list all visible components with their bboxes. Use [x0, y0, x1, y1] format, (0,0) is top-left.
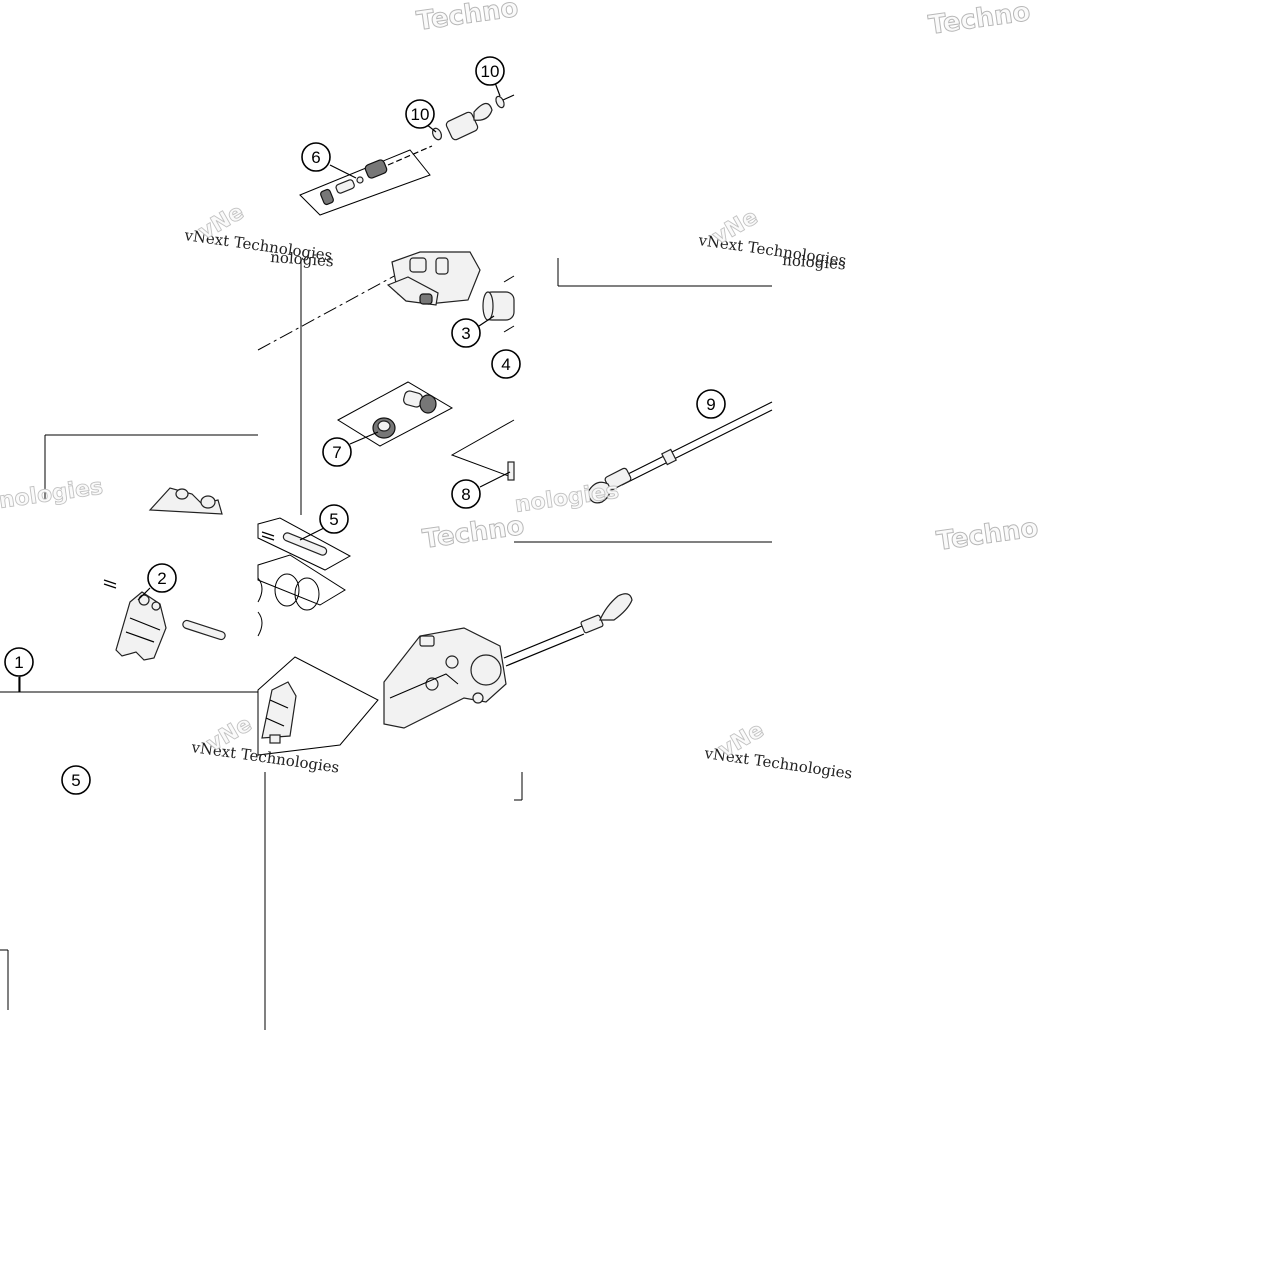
- callout-4: 4: [491, 349, 521, 379]
- callout-label: 1: [14, 653, 23, 672]
- callout-label: 8: [461, 485, 470, 504]
- svg-text:Techno: Techno: [421, 511, 526, 555]
- callout-6: 6: [301, 142, 357, 179]
- part-9-hose: [587, 401, 773, 504]
- callout-3: 3: [451, 315, 495, 348]
- part-8-kit: [450, 419, 515, 481]
- callout-label: 2: [157, 569, 166, 588]
- part-5-pin-kit: [257, 517, 352, 571]
- callout-label: 5: [71, 771, 80, 790]
- callout-5-lower: 5: [61, 765, 91, 795]
- part-2-bracket: [103, 579, 226, 661]
- callout-10-right: 10: [475, 56, 505, 97]
- callout-label: 3: [461, 324, 470, 343]
- caliper-top: [386, 251, 481, 306]
- callout-2: 2: [137, 563, 177, 601]
- caliper-bottom: [383, 593, 633, 729]
- part-7-kit: [337, 381, 454, 447]
- callout-5-upper: 5: [299, 504, 349, 541]
- callout-label: 10: [481, 62, 500, 81]
- frame-lines: [0, 258, 772, 1030]
- part-10-fittings: [431, 94, 515, 141]
- callout-label: 4: [501, 355, 510, 374]
- callout-9: 9: [696, 389, 726, 419]
- svg-text:nologies: nologies: [782, 251, 847, 273]
- callout-10-left: 10: [405, 99, 437, 133]
- svg-text:nologies: nologies: [0, 475, 105, 514]
- callout-label: 6: [311, 148, 320, 167]
- caliper-left: [148, 487, 223, 515]
- watermarks: Techno Techno Techno Techno vNext Techno…: [0, 0, 1041, 783]
- part-6-kit: [299, 145, 433, 216]
- svg-text:Techno: Techno: [415, 0, 520, 37]
- part-3-piston: [482, 275, 515, 333]
- svg-text:nologies: nologies: [513, 479, 620, 518]
- grease-icon: [103, 579, 117, 589]
- callout-7: 7: [322, 431, 379, 467]
- callout-label: 5: [329, 510, 338, 529]
- svg-text:Techno: Techno: [927, 0, 1032, 41]
- callout-label: 9: [706, 395, 715, 414]
- callout-label: 7: [332, 443, 341, 462]
- grease-icon: [261, 531, 275, 541]
- svg-text:Techno: Techno: [935, 513, 1040, 557]
- pad-kit: [257, 656, 379, 756]
- callout-1: 1: [4, 647, 34, 692]
- seal-ring-kit: [257, 554, 346, 637]
- svg-text:nologies: nologies: [270, 248, 335, 270]
- callout-8: 8: [451, 471, 511, 509]
- callout-label: 10: [411, 105, 430, 124]
